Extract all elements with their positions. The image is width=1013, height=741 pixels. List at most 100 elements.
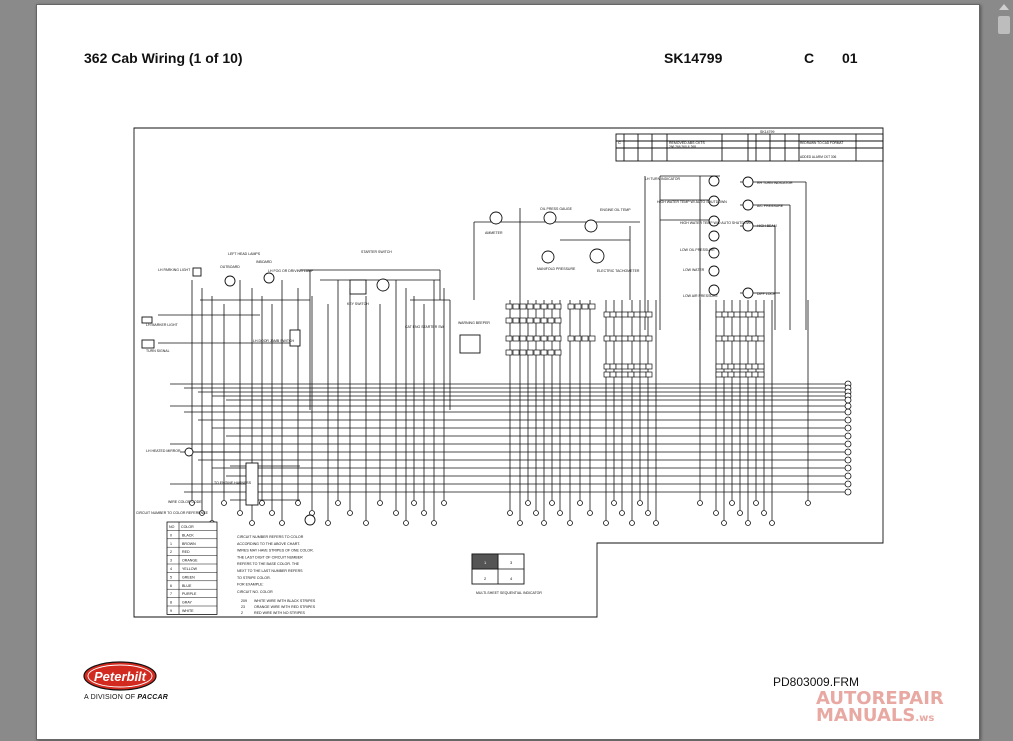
wire-end-terminal [844,396,852,404]
connector-pin [615,371,623,378]
connector-pin [547,349,555,356]
connector-pin [745,311,753,318]
connector-pin [727,363,735,370]
ammeter-gauge-symbol [489,211,503,225]
color-table-number: 8 [170,601,172,605]
wire-end-terminal [269,510,275,516]
wire-end-terminal [199,510,205,516]
connector-pin [757,363,765,370]
connector-pin [645,363,653,370]
color-table-color: BLUE [182,584,192,588]
connector-pin [554,317,562,324]
connector-pin [721,363,729,370]
sheet-number: 01 [842,50,858,66]
wire-end-terminal [629,520,635,526]
wire-end-terminal [637,500,643,506]
label-wire-color-code: WIRE COLOR CODE [168,500,202,504]
label-oil-press-gauge: OIL PRESS GAUGE [540,207,573,211]
high-water-temp-symbol [708,195,720,207]
wire-end-terminal [844,408,852,416]
wire-end-terminal [295,500,301,506]
connector-pin [609,311,617,318]
label-diff-lock: DIFF LOCK [757,292,776,296]
connector-pin [757,371,765,378]
label-a-c-pressure: A/C PRESSURE [757,204,784,208]
multisheet-cell-2: 2 [484,576,487,581]
connector-pin [721,371,729,378]
turn-signal-symbol [141,339,155,349]
wire-end-terminal [507,510,513,516]
wire-end-terminal [844,456,852,464]
label-rh-turn-indicator: RH TURN INDICATOR [757,181,793,185]
wire-end-terminal [769,520,775,526]
connector-pin [633,363,641,370]
harness-wires [170,383,845,493]
connector-pin [547,303,555,310]
title-block [615,133,884,162]
manifold-pressure-symbol [541,250,555,264]
connector-pin [733,335,741,342]
wire-end-terminal [844,488,852,496]
note-line: ACCORDING TO THE ABOVE CHART. [237,542,300,546]
warning-beeper-symbol [459,334,481,354]
color-table-number: 1 [170,542,172,546]
wire-end-terminal [403,520,409,526]
color-table-number: 4 [170,567,172,571]
label-ammeter: AMMETER [485,231,503,235]
scrollbar-thumb[interactable] [998,16,1010,34]
connector-pin [540,317,548,324]
wire-end-terminal [421,510,427,516]
connector-pin [533,317,541,324]
example-header: CIRCUIT NO. COLOR [237,590,273,594]
wire-end-terminal [844,464,852,472]
color-table-number: 3 [170,559,172,563]
vertical-scrollbar[interactable] [995,0,1013,741]
connector-pin [603,335,611,342]
connector-pin [715,363,723,370]
connector-pin [715,311,723,318]
wire-end-terminal [645,510,651,516]
connector-pin [581,303,589,310]
connector-pin [505,317,513,324]
wire-end-terminal [603,520,609,526]
color-table-color: ORANGE [182,559,198,563]
rev-c-letter: C [618,140,621,145]
connector-pin [621,335,629,342]
rev-right-note-1: REDRAWN TO CAD FORMAT [800,141,843,145]
high-beam-symbol [742,220,754,232]
connector-pin [588,335,596,342]
connector-pin [633,311,641,318]
connector-pin [547,335,555,342]
connector-pin [757,311,765,318]
connector-pin [609,371,617,378]
label-lh-turn-indicator: LH TURN INDICATOR [645,177,680,181]
label-inboard: INBOARD [256,260,272,264]
color-table-number: 0 [170,533,172,537]
wire-end-terminal [567,520,573,526]
connector-pin [627,363,635,370]
electric-tachometer-symbol [589,248,605,264]
connector-pin [609,335,617,342]
connector-pin [540,335,548,342]
connector-blocks [505,303,765,378]
label-multisheet-indicator: MULTI-SHEET SEQUENTIAL INDICATOR [476,591,542,595]
connector-pin [621,311,629,318]
example-circuit: 209 [241,599,247,603]
connector-pin [603,311,611,318]
color-table-color: GREEN [182,575,195,579]
connector-pin [627,371,635,378]
connector-pin [639,371,647,378]
color-table-number: 9 [170,609,172,613]
connector-pin [533,335,541,342]
color-table-header: NO [169,525,175,529]
connector-pin [512,349,520,356]
connector-pin [745,363,753,370]
scroll-up-arrow-icon[interactable] [999,4,1009,10]
wire-end-terminal [697,500,703,506]
connector-pin [609,363,617,370]
frm-code: PD803009.FRM [773,675,860,689]
connector-pin [526,303,534,310]
label-turn-signal: TURN SIGNAL [146,349,170,353]
